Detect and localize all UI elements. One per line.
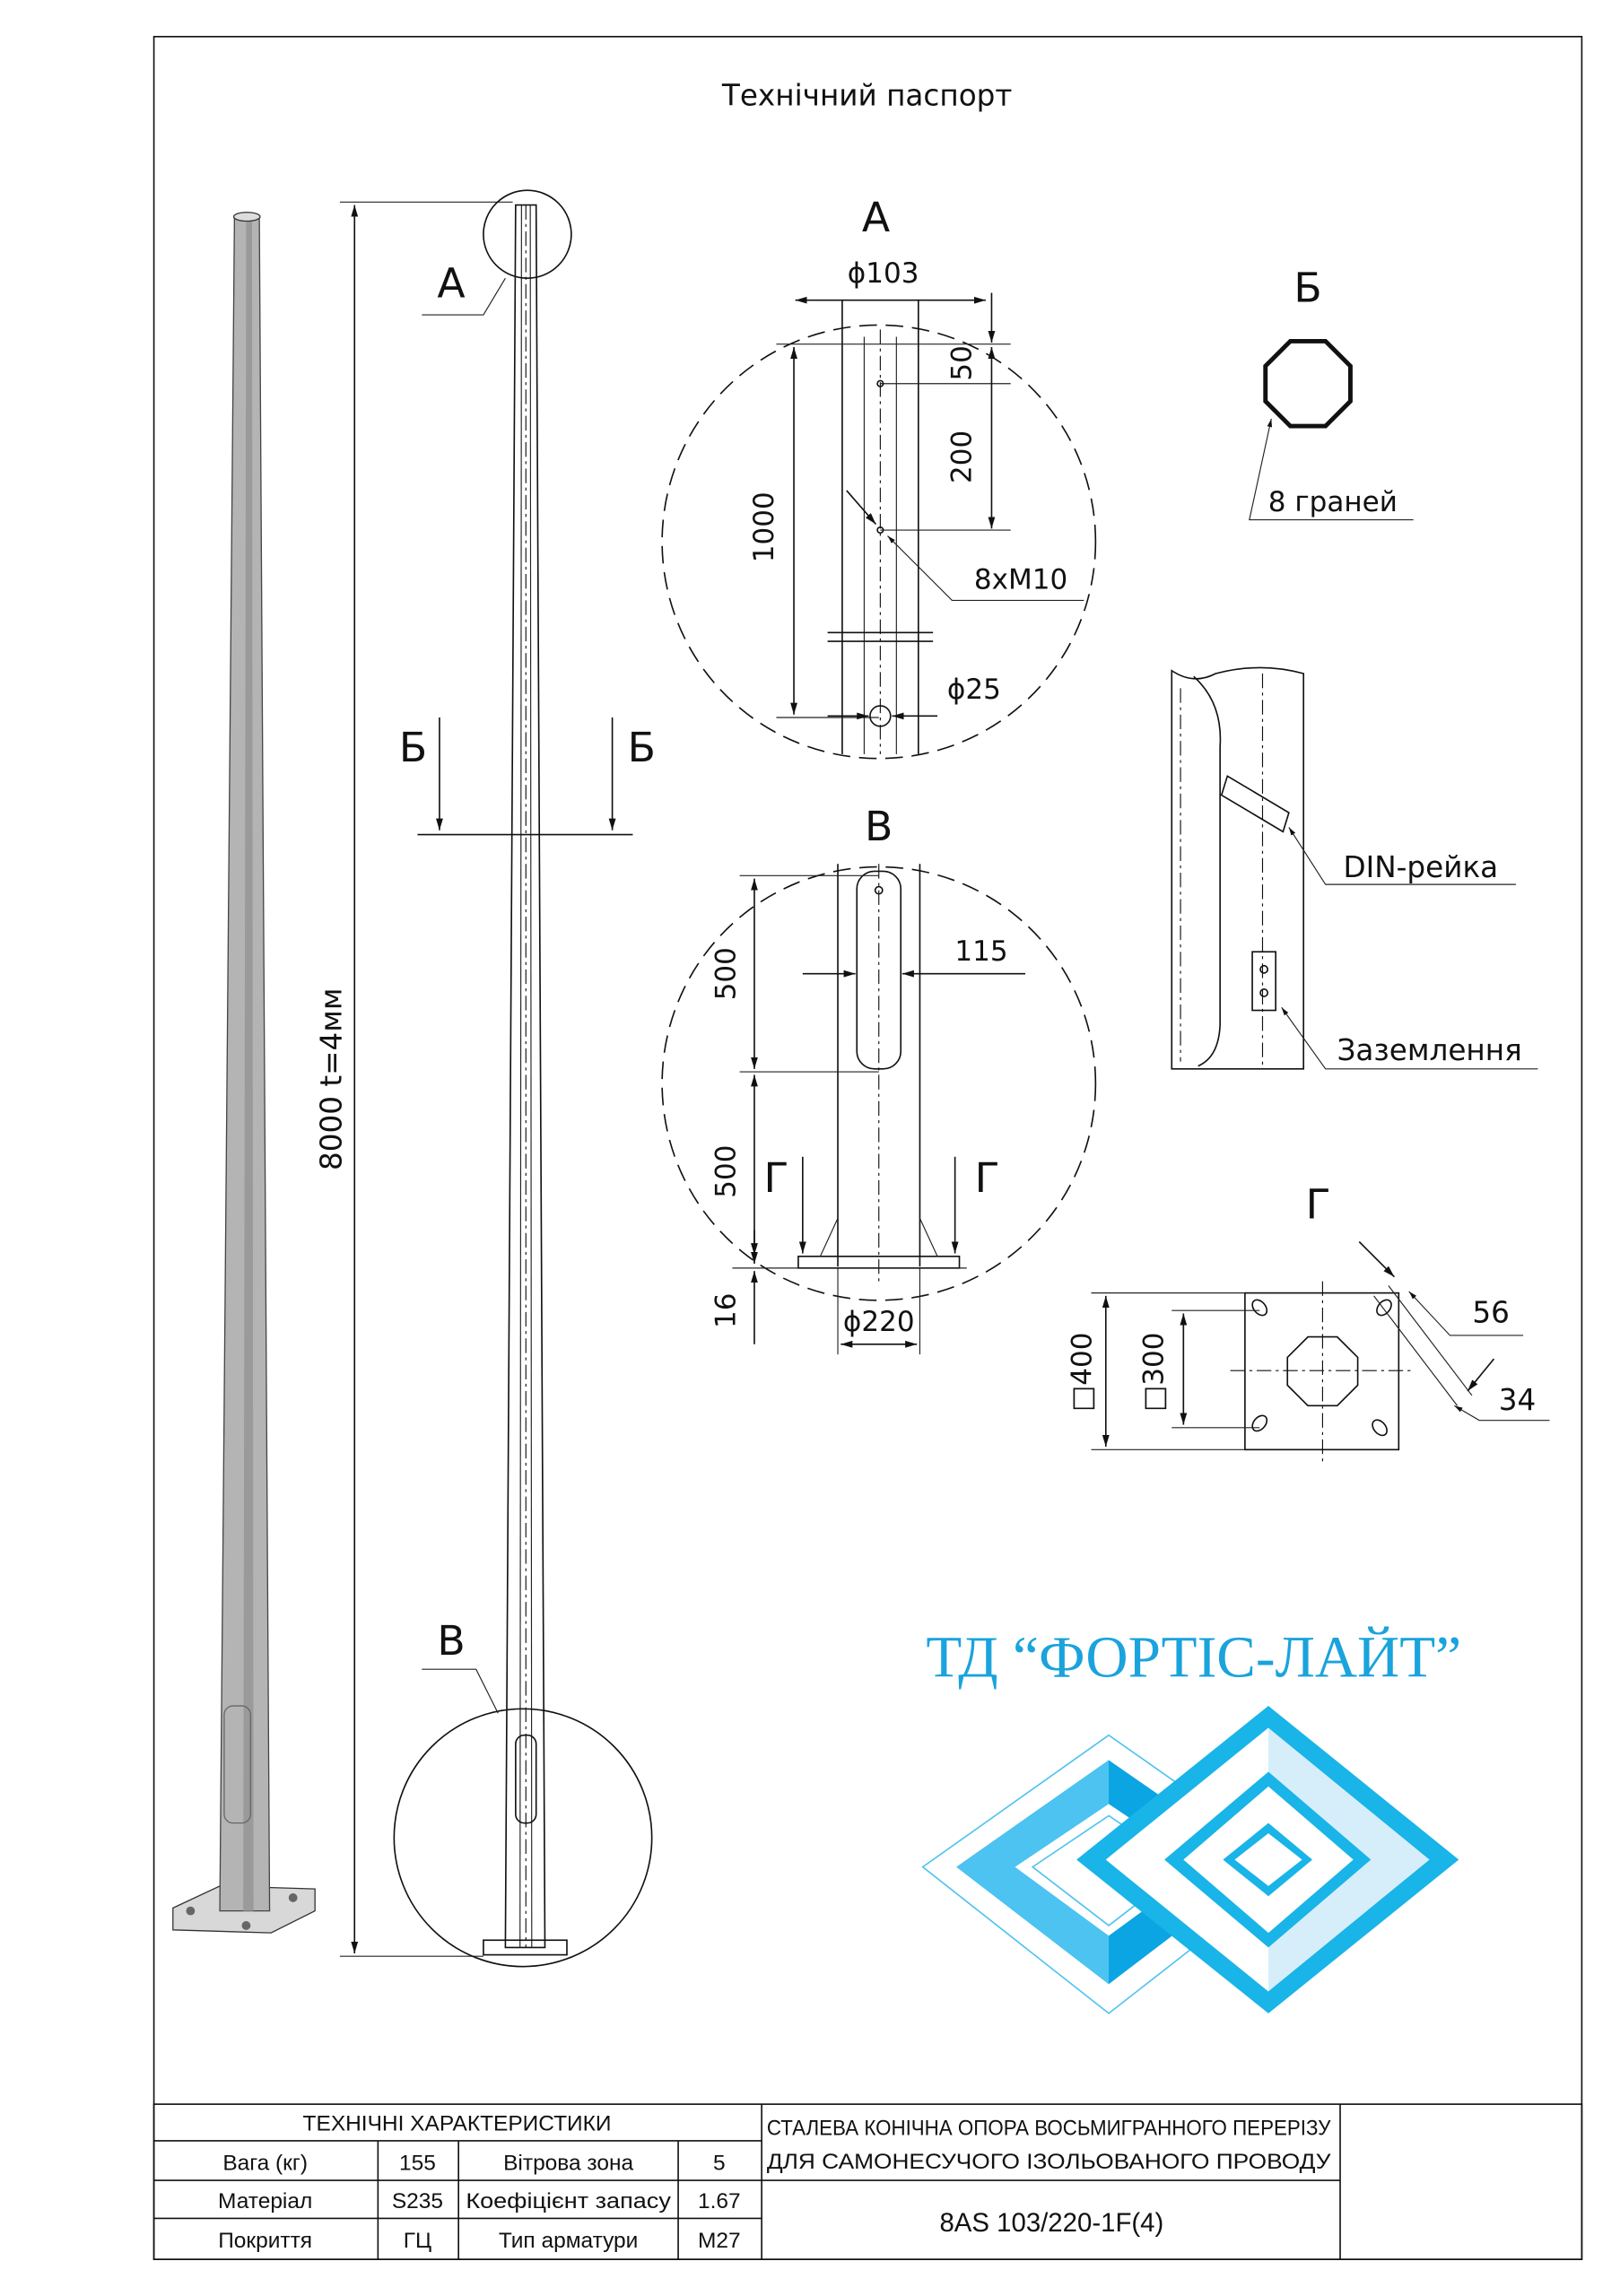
company-logo: ТД “ФОРТІС-ЛАЙТ” [921, 1625, 1461, 2014]
dim-500-bottom: 500 [710, 1145, 743, 1198]
dim-200: 200 [946, 430, 979, 483]
holes-label: 8xM10 [974, 563, 1067, 596]
spec-value: M27 [698, 2229, 741, 2253]
callout-circle-a [483, 189, 572, 280]
slot-width-dim: 34 [1499, 1383, 1537, 1417]
table-header: ТЕХНІЧНІ ХАРАКТЕРИСТИКИ [303, 2112, 612, 2136]
section-b-right-label: Б [628, 724, 656, 771]
table-row: Матеріал S235 Коефіцієнт запасу 1.67 [218, 2189, 741, 2213]
detail-a: А ϕ103 50 200 1000 8xM10 ϕ25 [661, 194, 1097, 760]
dim-diameter-220: ϕ220 [843, 1306, 915, 1338]
product-code: 8AS 103/220-1F(4) [939, 2208, 1163, 2238]
octagon-section [1263, 338, 1353, 429]
spec-value: 155 [399, 2152, 436, 2176]
spec-label: Вітрова зона [503, 2152, 633, 2176]
door-detail: DIN-рейка Заземлення [1171, 666, 1538, 1070]
dim-50: 50 [946, 345, 979, 380]
plate-size-dim: □400 [1066, 1333, 1098, 1413]
product-description-line2: ДЛЯ САМОНЕСУЧОГО ІЗОЛЬОВАНОГО ПРОВОДУ [767, 2150, 1331, 2174]
dim-1000: 1000 [748, 491, 780, 562]
callout-a-label: А [437, 259, 465, 307]
slot-length-dim: 56 [1472, 1295, 1510, 1329]
grounding-label: Заземлення [1337, 1033, 1521, 1067]
table-row: Вага (кг) 155 Вітрова зона 5 [222, 2152, 725, 2176]
pole-3d-view [172, 212, 316, 1934]
title-block: ТЕХНІЧНІ ХАРАКТЕРИСТИКИ Вага (кг) 155 Ві… [152, 2103, 1583, 2260]
spec-value: ГЦ [404, 2229, 431, 2253]
section-b-left-label: Б [399, 724, 427, 771]
detail-g: Г □400 □300 56 34 [1066, 1180, 1550, 1462]
pole-elevation: 8000 t=4мм А Б Б В [315, 189, 656, 1968]
height-dimension: 8000 t=4мм [315, 987, 349, 1170]
page-title: Технічний паспорт [721, 79, 1013, 113]
spec-label: Вага (кг) [222, 2152, 308, 2176]
dim-16: 16 [710, 1292, 743, 1327]
spec-label: Покриття [218, 2229, 312, 2253]
spec-value: S235 [392, 2189, 443, 2213]
din-rail-label: DIN-рейка [1343, 850, 1498, 884]
callout-circle-v [393, 1708, 653, 1968]
callout-v-label: В [437, 1617, 465, 1665]
detail-v-title: В [865, 803, 893, 850]
section-g-right-label: Г [975, 1154, 1000, 1202]
dim-diameter-103: ϕ103 [848, 257, 919, 290]
company-name: ТД “ФОРТІС-ЛАЙТ” [926, 1625, 1461, 1690]
spec-label: Коефіцієнт запасу [466, 2189, 671, 2213]
spec-value: 5 [713, 2152, 726, 2176]
bolt-spacing-dim: □300 [1137, 1333, 1170, 1413]
dim-500-top: 500 [710, 947, 743, 1000]
detail-b: Б 8 граней [1249, 264, 1414, 521]
section-g-left-label: Г [764, 1154, 789, 1202]
dim-diameter-25: ϕ25 [947, 674, 1001, 706]
product-description-line1: СТАЛЕВА КОНІЧНА ОПОРА ВОСЬМИГРАННОГО ПЕР… [767, 2116, 1331, 2140]
faces-label: 8 граней [1268, 486, 1398, 518]
spec-value: 1.67 [698, 2189, 741, 2213]
spec-label: Матеріал [218, 2189, 312, 2213]
detail-b-title: Б [1293, 264, 1321, 311]
spec-label: Тип арматури [499, 2229, 638, 2253]
table-row: Покриття ГЦ Тип арматури M27 [218, 2229, 740, 2253]
detail-v: В 115 500 500 Г Г 16 ϕ220 [661, 803, 1097, 1355]
dim-115: 115 [954, 935, 1007, 968]
detail-g-title: Г [1306, 1180, 1331, 1228]
detail-a-title: А [862, 194, 890, 241]
